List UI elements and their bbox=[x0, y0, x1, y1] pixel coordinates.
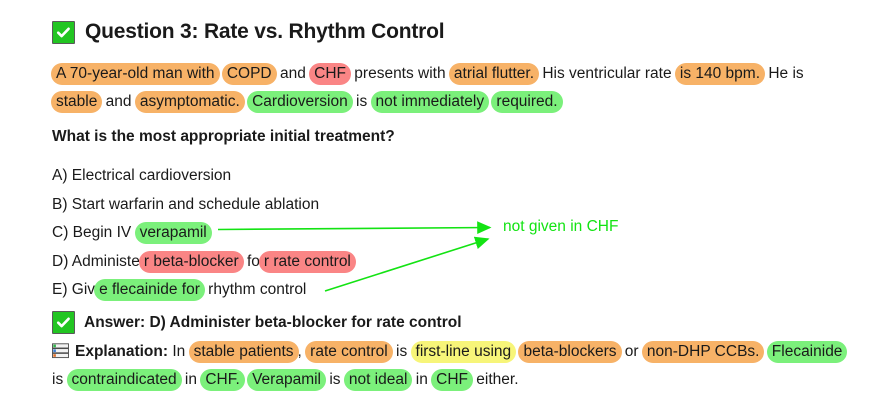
explanation-text: is bbox=[52, 371, 68, 388]
explanation-block: Explanation: In stable patients, rate co… bbox=[52, 338, 852, 394]
highlight-orange: stable bbox=[51, 91, 103, 113]
vignette-text: presents with bbox=[349, 65, 450, 82]
vignette-text: He is bbox=[764, 65, 804, 82]
answer-text: Answer: D) Administer beta-blocker for r… bbox=[84, 313, 462, 331]
vignette-text: His ventricular rate bbox=[538, 65, 676, 82]
highlight-red: CHF bbox=[309, 63, 351, 85]
vignette-text: and bbox=[275, 65, 311, 82]
page-title: Question 3: Rate vs. Rhythm Control bbox=[85, 20, 445, 43]
highlight-red: r beta-blocker bbox=[138, 250, 244, 273]
explanation-text: or bbox=[620, 343, 643, 360]
highlight-orange: atrial flutter. bbox=[448, 63, 540, 85]
highlight-green: not ideal bbox=[343, 369, 413, 391]
question-stem: What is the most appropriate initial tre… bbox=[52, 128, 395, 145]
explanation-label: Explanation: bbox=[75, 343, 169, 360]
books-icon bbox=[52, 343, 69, 359]
explanation-text: is bbox=[391, 343, 412, 360]
explanation-text: either. bbox=[471, 371, 519, 388]
option-a[interactable]: A) Electrical cardioversion bbox=[52, 162, 552, 191]
explanation-text: is bbox=[325, 371, 345, 388]
highlight-orange: is 140 bpm. bbox=[674, 63, 766, 85]
highlight-orange: COPD bbox=[221, 63, 277, 85]
highlight-green: required. bbox=[491, 91, 563, 113]
answer-options-list: A) Electrical cardioversion B) Start war… bbox=[52, 162, 552, 305]
explanation-text: , bbox=[297, 343, 307, 360]
green-check-box-icon bbox=[52, 20, 75, 44]
answer-row: Answer: D) Administer beta-blocker for r… bbox=[52, 311, 462, 334]
highlight-orange: rate control bbox=[305, 341, 393, 363]
option-c[interactable]: C) Begin IV verapamil bbox=[52, 219, 552, 248]
highlight-green: contraindicated bbox=[66, 369, 182, 391]
option-c-text: C) Begin IV bbox=[52, 224, 136, 241]
highlight-red: r rate control bbox=[258, 250, 356, 273]
option-e-text: rhythm control bbox=[203, 281, 307, 298]
highlight-yellow: first-line using bbox=[410, 341, 517, 363]
option-d-text: D) Administe bbox=[52, 252, 140, 270]
green-check-box-icon bbox=[52, 311, 75, 334]
clinical-vignette: A 70-year-old man with COPD and CHF pres… bbox=[51, 60, 842, 116]
option-e-text: E) Giv bbox=[52, 281, 96, 298]
highlight-green: Cardioversion bbox=[247, 91, 353, 113]
highlight-orange: beta-blockers bbox=[518, 341, 622, 363]
highlight-orange: non-DHP CCBs. bbox=[641, 341, 765, 363]
explanation-text: in bbox=[180, 371, 202, 388]
highlight-green: Verapamil bbox=[247, 369, 327, 391]
vignette-text: and bbox=[101, 93, 136, 110]
highlight-green: not immediately bbox=[370, 91, 490, 113]
annotation-label: not given in CHF bbox=[503, 218, 619, 235]
vignette-text: is bbox=[351, 93, 372, 110]
highlight-green: verapamil bbox=[134, 222, 212, 244]
highlight-orange: asymptomatic. bbox=[134, 91, 245, 113]
option-d-text: fo bbox=[242, 252, 260, 270]
highlight-green: Flecainide bbox=[766, 341, 848, 363]
option-b-text: B) Start warfarin and schedule ablation bbox=[52, 195, 320, 213]
highlight-green: e flecainide for bbox=[94, 279, 205, 301]
highlight-green: CHF. bbox=[200, 369, 245, 391]
explanation-text: in bbox=[411, 371, 433, 388]
option-b[interactable]: B) Start warfarin and schedule ablation bbox=[52, 191, 552, 220]
question-title-row: Question 3: Rate vs. Rhythm Control bbox=[52, 20, 445, 44]
explanation-text: In bbox=[168, 343, 190, 360]
highlight-green: CHF bbox=[431, 369, 473, 391]
highlight-orange: A 70-year-old man with bbox=[51, 63, 220, 85]
option-a-text: A) Electrical cardioversion bbox=[52, 167, 232, 184]
highlight-orange: stable patients bbox=[188, 341, 299, 363]
